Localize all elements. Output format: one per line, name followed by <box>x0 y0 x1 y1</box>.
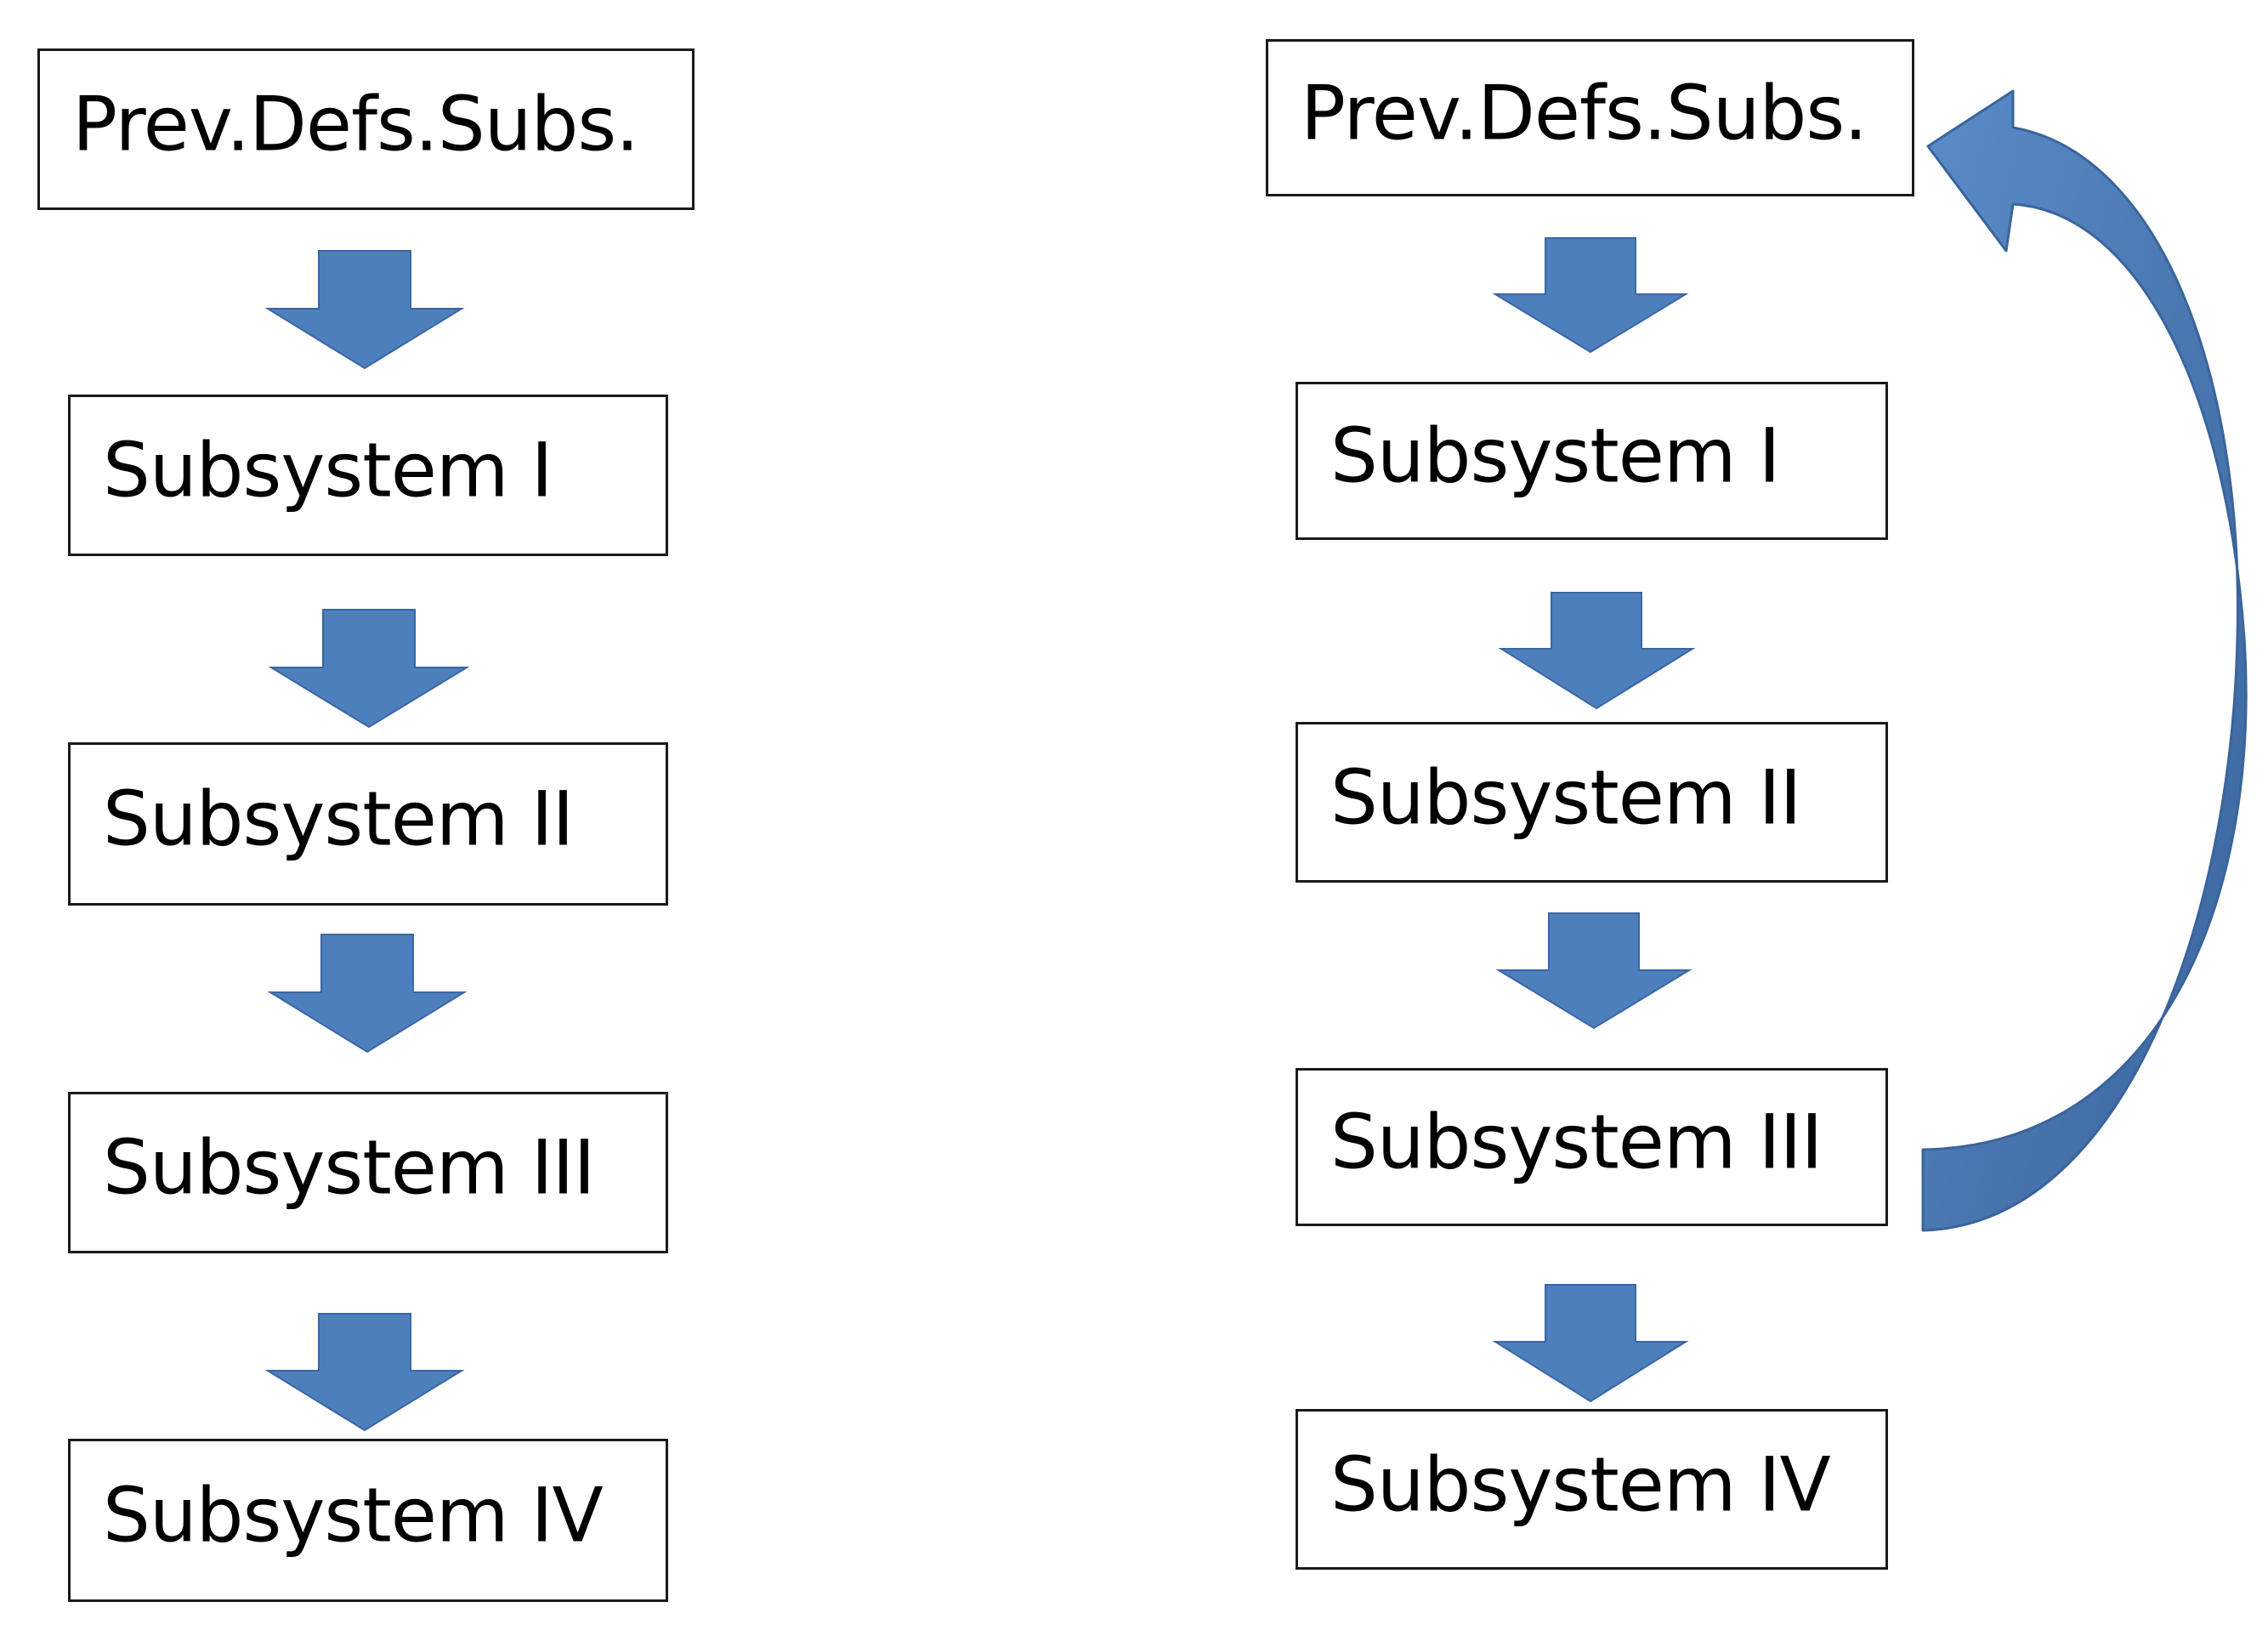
right-node-prev-defs-subs-label: Prev.Defs.Subs. <box>1301 69 1868 157</box>
right-node-subsystem-4-label: Subsystem IV <box>1330 1440 1831 1529</box>
left-node-prev-defs-subs-label: Prev.Defs.Subs. <box>72 80 639 168</box>
right-arrow-down-icon-2 <box>1498 592 1696 710</box>
right-node-subsystem-3-label: Subsystem III <box>1330 1098 1823 1186</box>
right-node-subsystem-1: Subsystem I <box>1296 382 1888 540</box>
feedback-curved-arrow-icon <box>1921 89 2248 1232</box>
left-arrow-down-icon-2 <box>268 609 470 729</box>
left-arrow-down-icon-1 <box>264 250 465 370</box>
left-node-prev-defs-subs: Prev.Defs.Subs. <box>37 48 695 210</box>
left-node-subsystem-4: Subsystem IV <box>68 1439 668 1602</box>
left-node-subsystem-3: Subsystem III <box>68 1092 668 1253</box>
left-node-subsystem-1-label: Subsystem I <box>103 426 553 514</box>
right-node-subsystem-2: Subsystem II <box>1296 722 1888 883</box>
right-node-subsystem-1-label: Subsystem I <box>1330 412 1781 500</box>
left-arrow-down-icon-4 <box>264 1313 465 1432</box>
right-node-subsystem-2-label: Subsystem II <box>1330 753 1802 842</box>
left-node-subsystem-2-label: Subsystem II <box>103 775 575 863</box>
left-node-subsystem-1: Subsystem I <box>68 395 668 556</box>
right-arrow-down-icon-3 <box>1495 912 1692 1030</box>
left-node-subsystem-2: Subsystem II <box>68 742 668 906</box>
right-arrow-down-icon-1 <box>1492 237 1689 354</box>
right-node-subsystem-4: Subsystem IV <box>1296 1409 1888 1570</box>
left-node-subsystem-3-label: Subsystem III <box>103 1123 595 1212</box>
right-arrow-down-icon-4 <box>1492 1284 1689 1403</box>
left-node-subsystem-4-label: Subsystem IV <box>103 1471 604 1559</box>
right-node-subsystem-3: Subsystem III <box>1296 1068 1888 1226</box>
left-arrow-down-icon-3 <box>267 934 468 1054</box>
right-node-prev-defs-subs: Prev.Defs.Subs. <box>1266 39 1914 196</box>
